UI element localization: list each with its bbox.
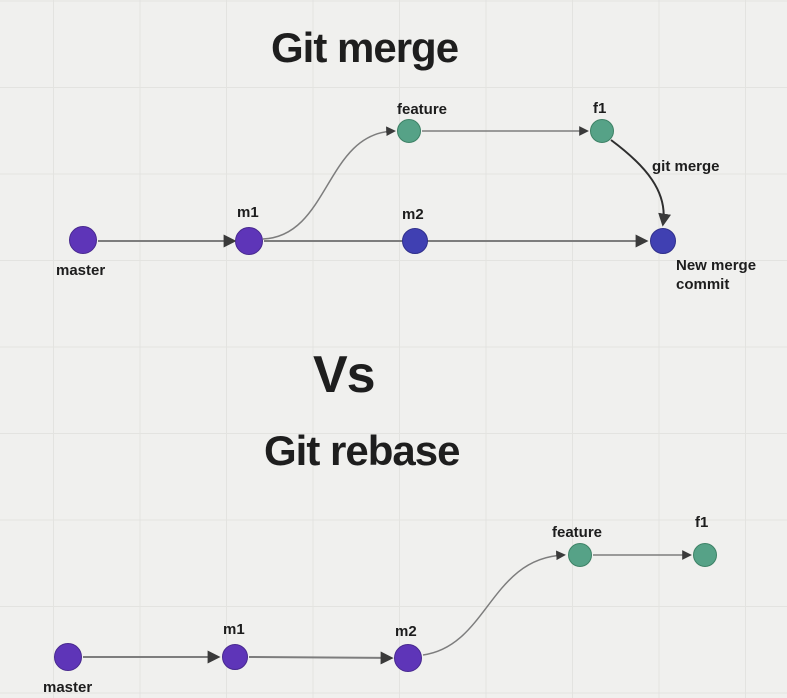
- label-git-merge-feature: feature: [397, 101, 448, 118]
- label-git-merge-master: master: [56, 262, 106, 279]
- edge-git-rebase-m1-to-m2: [248, 651, 394, 665]
- node-git-rebase-m1: [222, 644, 248, 670]
- label-git-rebase-master: master: [43, 679, 93, 696]
- edge-git-merge-f1-to-merge: [610, 139, 672, 227]
- node-git-merge-merge-commit: [650, 228, 676, 254]
- label-git-merge-new-merge-commit: New merge commit: [676, 257, 757, 293]
- git-merge-title: Git merge: [271, 24, 459, 71]
- node-git-rebase-feature: [568, 543, 592, 567]
- edge-git-merge-m1-to-feature: [262, 126, 396, 240]
- node-git-merge-master: [69, 226, 97, 254]
- label-git-rebase-m2: m2: [395, 623, 417, 640]
- node-git-rebase-f1: [693, 543, 717, 567]
- vs-title: Vs: [313, 346, 376, 404]
- git-rebase-title: Git rebase: [264, 427, 460, 474]
- label-git-merge-m2: m2: [402, 206, 424, 223]
- edge-git-rebase-m2-to-feature: [422, 550, 566, 656]
- label-git-rebase-f1: f1: [695, 514, 709, 531]
- label-git-merge-m1: m1: [237, 204, 259, 221]
- label-git-rebase-feature: feature: [552, 524, 603, 541]
- node-git-merge-m1: [235, 227, 263, 255]
- node-git-rebase-master: [54, 643, 82, 671]
- node-git-merge-f1: [590, 119, 614, 143]
- node-git-merge-m2: [402, 228, 428, 254]
- node-git-rebase-m2: [394, 644, 422, 672]
- label-git-merge-git-merge-note: git merge: [652, 158, 720, 175]
- label-git-merge-f1: f1: [593, 100, 607, 117]
- label-git-rebase-m1: m1: [223, 621, 245, 638]
- node-git-merge-feature: [397, 119, 421, 143]
